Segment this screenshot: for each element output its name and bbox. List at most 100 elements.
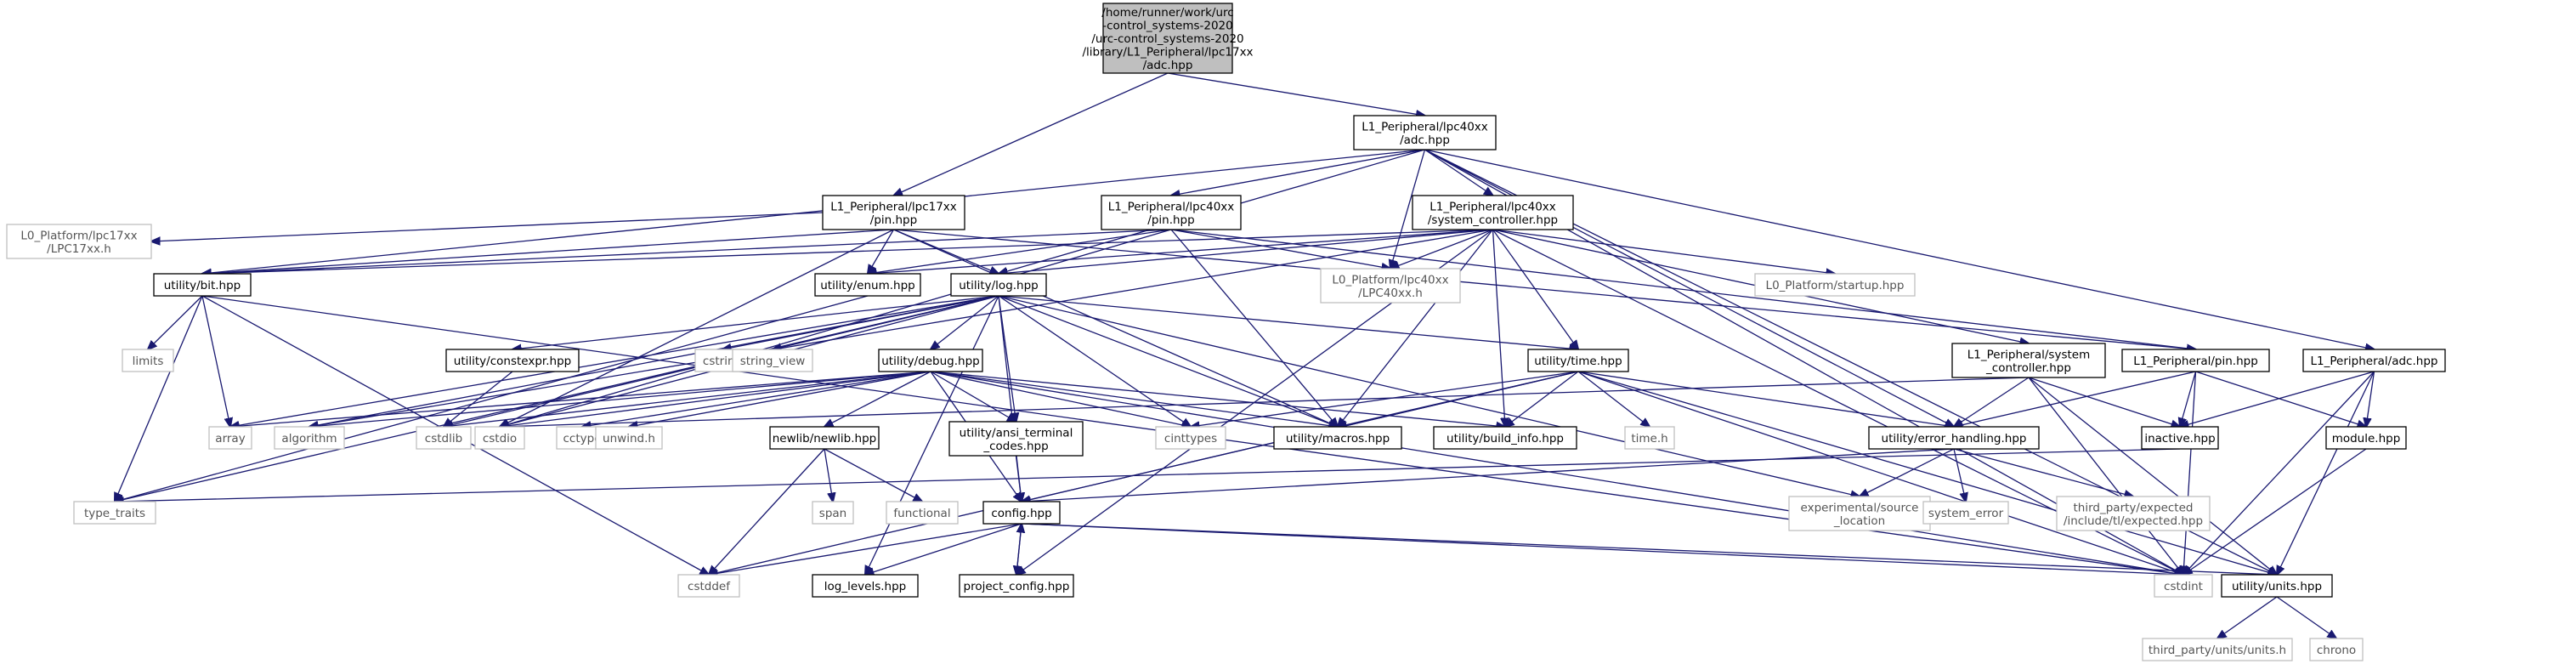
node-module[interactable]: module.hpp [2325, 426, 2407, 450]
node-box [445, 349, 580, 372]
node-label: time.h [1631, 432, 1667, 446]
edge-root-to-l1-lpc40-adc [1167, 72, 1425, 116]
edge-newlib-to-span [824, 448, 833, 502]
node-l1-sysctl[interactable]: L1_Peripheral/system_controller.hpp [1951, 343, 2106, 378]
edge-constexpr-to-cstdlib [444, 371, 513, 427]
node-label: cctype [563, 432, 601, 446]
node-chrono: chrono [2309, 638, 2364, 661]
node-box [208, 426, 252, 450]
edge-error-handling-to-exp-src-loc [1860, 448, 1955, 497]
node-box [474, 426, 525, 450]
node-box [1320, 268, 1461, 304]
edge-newlib-to-functional [824, 448, 922, 502]
edge-debug-to-newlib [824, 371, 931, 427]
node-box [732, 349, 813, 372]
edge-config-to-cstdint [1021, 523, 2183, 575]
edge-log-to-macros [998, 295, 1338, 427]
node-log[interactable]: utility/log.hpp [950, 273, 1047, 297]
node-box [1922, 501, 2009, 525]
node-inactive[interactable]: inactive.hpp [2141, 426, 2219, 450]
node-box [1754, 273, 1916, 297]
edge-debug-to-cinttypes [930, 371, 1191, 427]
node-time[interactable]: utility/time.hpp [1527, 349, 1629, 372]
node-box [2154, 574, 2213, 598]
edge-log-to-exp-src-loc [998, 295, 1860, 497]
node-l1-adc[interactable]: L1_Peripheral/adc.hpp [2302, 349, 2446, 372]
edge-l1-lpc40-pin-to-enum [868, 229, 1172, 274]
node-type-traits: type_traits [73, 501, 156, 525]
edge-l1-lpc40-pin-to-cstdio [500, 229, 1172, 427]
edge-time-to-time-h [1577, 371, 1650, 427]
node-unwind: unwind.h [595, 426, 663, 450]
edge-log-to-time [998, 295, 1578, 349]
node-l0-lpc40: L0_Platform/lpc40xx/LPC40xx.h [1320, 268, 1461, 304]
edge-project-config-to-config [1016, 524, 1022, 576]
node-label: algorithm [281, 432, 337, 446]
node-box [2056, 496, 2211, 531]
node-label: utility/ansi_terminal [960, 426, 1073, 440]
node-label: L1_Peripheral/lpc40xx [1430, 200, 1556, 213]
node-root[interactable]: /home/runner/work/urc-control_systems-20… [1082, 3, 1254, 74]
node-bit[interactable]: utility/bit.hpp [153, 273, 252, 297]
node-l1-lpc17-pin[interactable]: L1_Peripheral/lpc17xx/pin.hpp [822, 195, 965, 230]
node-label: third_party/expected [2074, 501, 2194, 514]
node-project-config[interactable]: project_config.hpp [959, 574, 1074, 598]
node-startup: L0_Platform/startup.hpp [1754, 273, 1916, 297]
node-enum[interactable]: utility/enum.hpp [814, 273, 921, 297]
node-limits: limits [122, 349, 174, 372]
node-box [6, 224, 152, 259]
node-label: utility/debug.hpp [881, 355, 980, 368]
node-label: _location [1833, 514, 1885, 528]
node-build-info[interactable]: utility/build_info.hpp [1433, 426, 1577, 450]
node-label: /urc-control_systems-2020 [1091, 32, 1243, 46]
node-label: /library/L1_Peripheral/lpc17xx [1082, 46, 1253, 60]
node-l1-pin[interactable]: L1_Peripheral/pin.hpp [2121, 349, 2270, 372]
edge-l1-pin-to-module [2195, 371, 2367, 427]
node-macros[interactable]: utility/macros.hpp [1273, 426, 1402, 450]
node-box [73, 501, 156, 525]
edge-l1-sysctl-to-inactive [2028, 377, 2180, 427]
node-label: /adc.hpp [1400, 133, 1450, 147]
node-units[interactable]: utility/units.hpp [2221, 574, 2333, 598]
node-array: array [208, 426, 252, 450]
node-label: utility/bit.hpp [164, 279, 241, 292]
edge-l1-sysctl-to-error-handling [1954, 377, 2030, 427]
edge-l1-lpc40-adc-to-bit [202, 149, 1425, 274]
node-box [1433, 426, 1577, 450]
edge-l1-lpc40-sysctl-to-startup [1492, 229, 1836, 274]
node-label: L0_Platform/lpc40xx [1332, 273, 1448, 287]
node-newlib[interactable]: newlib/newlib.hpp [769, 426, 880, 450]
node-box [274, 426, 345, 450]
node-constexpr[interactable]: utility/constexpr.hpp [445, 349, 580, 372]
node-label: utility/time.hpp [1534, 355, 1622, 368]
edge-l1-lpc40-sysctl-to-bit [202, 229, 1493, 274]
node-label: utility/macros.hpp [1286, 432, 1390, 446]
node-debug[interactable]: utility/debug.hpp [878, 349, 983, 372]
edge-l1-pin-to-inactive [2180, 371, 2197, 427]
edge-l1-lpc40-adc-to-l0-lpc40 [1390, 149, 1426, 269]
node-box [1624, 426, 1675, 450]
node-error-handling[interactable]: utility/error_handling.hpp [1868, 426, 2040, 450]
node-l1-lpc40-adc[interactable]: L1_Peripheral/lpc40xx/adc.hpp [1353, 115, 1497, 150]
edge-l1-lpc17-pin-to-bit [202, 229, 894, 274]
node-box [878, 349, 983, 372]
edge-l1-sysctl-to-cstdio [500, 377, 2030, 427]
node-label: /pin.hpp [870, 213, 917, 227]
edge-l1-lpc40-pin-to-macros [1170, 229, 1338, 427]
node-ansi[interactable]: utility/ansi_terminal_codes.hpp [948, 421, 1084, 457]
node-log-levels[interactable]: log_levels.hpp [812, 574, 919, 598]
node-box [2142, 638, 2293, 661]
node-label: L1_Peripheral/lpc40xx [1362, 120, 1488, 133]
node-label: utility/log.hpp [959, 279, 1039, 292]
node-label: string_view [740, 355, 806, 368]
node-box [1788, 496, 1931, 531]
edge-l1-lpc40-sysctl-to-l0-lpc40 [1390, 229, 1493, 269]
node-config[interactable]: config.hpp [982, 501, 1061, 525]
node-l1-lpc40-pin[interactable]: L1_Peripheral/lpc40xx/pin.hpp [1101, 195, 1242, 230]
node-label: array [215, 432, 245, 446]
edge-debug-to-cctype [582, 371, 931, 427]
edge-debug-to-cstdint [930, 371, 2183, 575]
node-box [1273, 426, 1402, 450]
node-l1-lpc40-sysctl[interactable]: L1_Peripheral/lpc40xx/system_controller.… [1412, 195, 1574, 230]
